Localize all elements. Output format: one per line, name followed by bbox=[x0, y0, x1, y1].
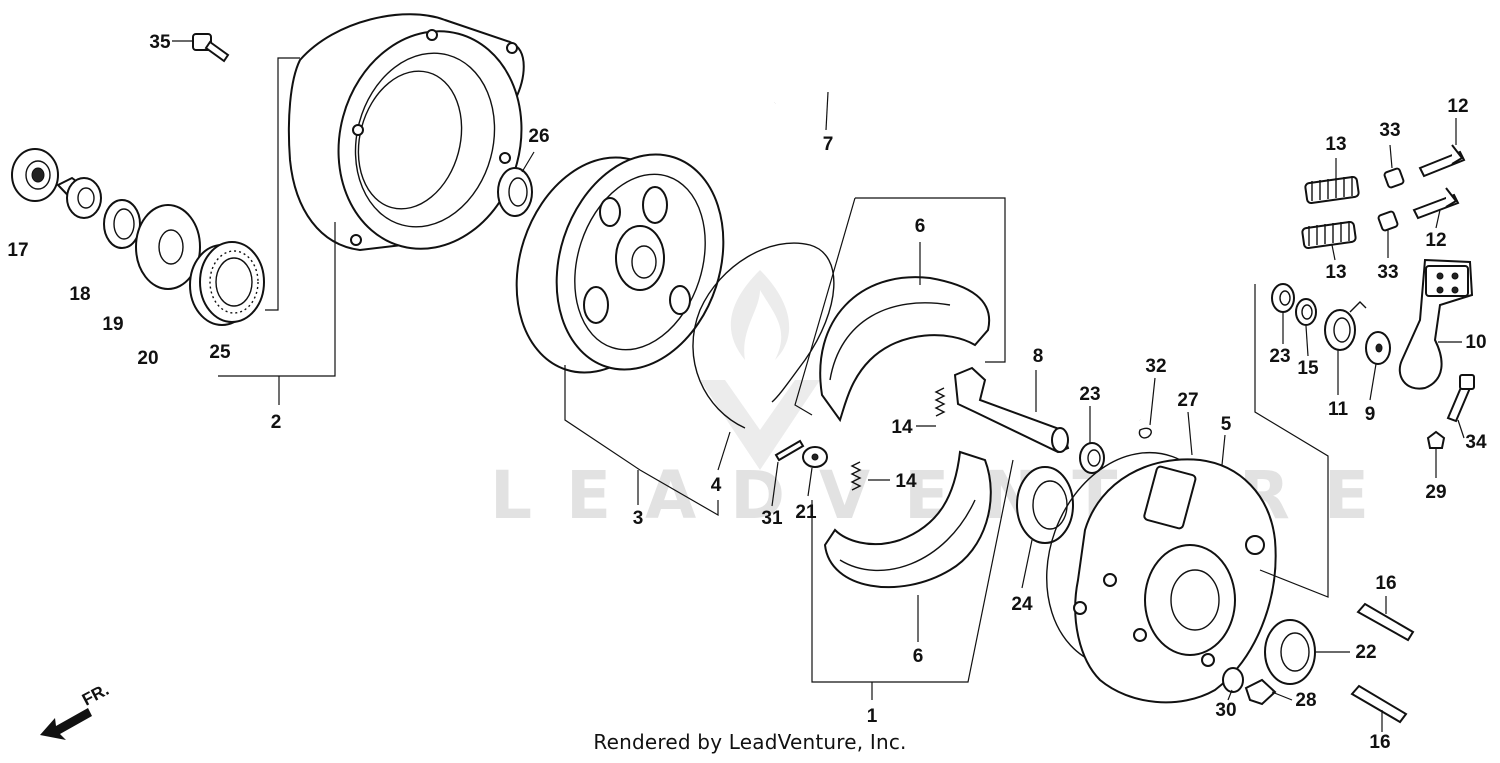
pin-31[interactable] bbox=[774, 439, 805, 462]
callout-9: 9 bbox=[1365, 404, 1376, 425]
rendered-by-footer: Rendered by LeadVenture, Inc. bbox=[593, 730, 907, 754]
callout-28: 28 bbox=[1295, 690, 1316, 711]
brake-panel-5[interactable] bbox=[1073, 458, 1277, 704]
bolt-28[interactable] bbox=[1244, 678, 1277, 706]
pin-12-lower[interactable] bbox=[1412, 187, 1460, 220]
seal-23-left[interactable] bbox=[1079, 442, 1105, 474]
callout-7: 7 bbox=[823, 134, 834, 155]
callout-27: 27 bbox=[1177, 390, 1198, 411]
callout-35: 35 bbox=[149, 32, 171, 53]
callout-26: 26 bbox=[528, 126, 549, 147]
callout-23-right: 23 bbox=[1269, 346, 1290, 367]
washer-19[interactable] bbox=[103, 199, 141, 249]
callout-34: 34 bbox=[1465, 432, 1487, 453]
seal-22[interactable] bbox=[1264, 619, 1316, 685]
callout-6-upper: 6 bbox=[915, 216, 926, 237]
stud-16-upper[interactable] bbox=[1356, 602, 1415, 642]
washer-21[interactable] bbox=[802, 446, 828, 468]
callout-31: 31 bbox=[761, 508, 783, 529]
brake-drum-2[interactable] bbox=[287, 10, 546, 269]
nut-17[interactable] bbox=[11, 148, 59, 202]
callout-19: 19 bbox=[102, 314, 123, 335]
o-ring-15[interactable] bbox=[1295, 298, 1317, 326]
callout-3: 3 bbox=[633, 508, 644, 529]
callout-5: 5 bbox=[1221, 414, 1232, 435]
callout-16-lower: 16 bbox=[1369, 732, 1390, 753]
callout-22: 22 bbox=[1355, 642, 1376, 663]
bolt-34[interactable] bbox=[1446, 374, 1475, 423]
callout-24: 24 bbox=[1011, 594, 1033, 615]
bolt-35[interactable] bbox=[192, 33, 230, 63]
callout-33-upper: 33 bbox=[1379, 120, 1400, 141]
seal-23-right[interactable] bbox=[1271, 283, 1295, 313]
pin-12-upper[interactable] bbox=[1418, 144, 1466, 178]
callout-14-upper: 14 bbox=[891, 417, 913, 438]
callout-1: 1 bbox=[867, 706, 878, 727]
callout-11: 11 bbox=[1328, 399, 1349, 420]
washer-30[interactable] bbox=[1222, 667, 1244, 693]
hub-3[interactable] bbox=[490, 133, 750, 395]
hose-7[interactable] bbox=[774, 55, 1142, 421]
seal-26[interactable] bbox=[497, 167, 533, 217]
callout-labels: 2 35 17 18 19 20 25 26 3 4 7 6 6 14 14 1… bbox=[7, 32, 1487, 753]
arm-10[interactable] bbox=[1398, 258, 1474, 390]
callout-17: 17 bbox=[7, 240, 28, 261]
callout-18: 18 bbox=[69, 284, 90, 305]
callout-14-lower: 14 bbox=[895, 471, 917, 492]
callout-20: 20 bbox=[137, 348, 158, 369]
spring-14-lower[interactable] bbox=[850, 461, 862, 491]
callout-13-upper: 13 bbox=[1325, 134, 1346, 155]
front-arrow-icon bbox=[40, 708, 92, 740]
nut-29[interactable] bbox=[1426, 430, 1446, 449]
callout-25: 25 bbox=[209, 342, 231, 363]
bearing-25[interactable] bbox=[189, 241, 265, 326]
callout-21: 21 bbox=[795, 502, 817, 523]
callout-16-upper: 16 bbox=[1375, 573, 1396, 594]
brake-shoe-6-upper[interactable] bbox=[819, 276, 991, 423]
collar-18[interactable] bbox=[56, 176, 102, 219]
front-label: FR. bbox=[79, 680, 112, 710]
brake-shoe-6-lower[interactable] bbox=[823, 450, 992, 589]
callout-12-lower: 12 bbox=[1425, 230, 1446, 251]
spring-11[interactable] bbox=[1324, 301, 1367, 351]
leader-lines bbox=[172, 40, 1465, 732]
callout-4: 4 bbox=[711, 475, 722, 496]
callout-33-lower: 33 bbox=[1377, 262, 1398, 283]
callout-12-upper: 12 bbox=[1447, 96, 1468, 117]
collar-33-upper[interactable] bbox=[1383, 167, 1405, 189]
spring-14-upper[interactable] bbox=[934, 387, 946, 417]
callout-15: 15 bbox=[1297, 358, 1319, 379]
callout-6-lower: 6 bbox=[913, 646, 924, 667]
callout-10: 10 bbox=[1465, 332, 1486, 353]
callout-8: 8 bbox=[1033, 346, 1044, 367]
callout-32: 32 bbox=[1145, 356, 1166, 377]
callout-13-lower: 13 bbox=[1325, 262, 1346, 283]
clip-32[interactable] bbox=[1138, 427, 1152, 439]
callout-29: 29 bbox=[1425, 482, 1446, 503]
stud-16-lower[interactable] bbox=[1350, 684, 1408, 724]
seal-24[interactable] bbox=[1016, 466, 1074, 544]
callout-23-left: 23 bbox=[1079, 384, 1100, 405]
callout-2: 2 bbox=[271, 412, 282, 433]
shim-20[interactable] bbox=[135, 204, 201, 290]
snap-ring-4[interactable] bbox=[692, 242, 835, 429]
spring-13-upper[interactable] bbox=[1304, 175, 1360, 205]
spring-13-lower[interactable] bbox=[1301, 220, 1357, 250]
plate-9[interactable] bbox=[1365, 331, 1391, 365]
brake-cam-8[interactable] bbox=[953, 366, 1070, 454]
collar-33-lower[interactable] bbox=[1377, 210, 1399, 232]
callout-30: 30 bbox=[1215, 700, 1236, 721]
